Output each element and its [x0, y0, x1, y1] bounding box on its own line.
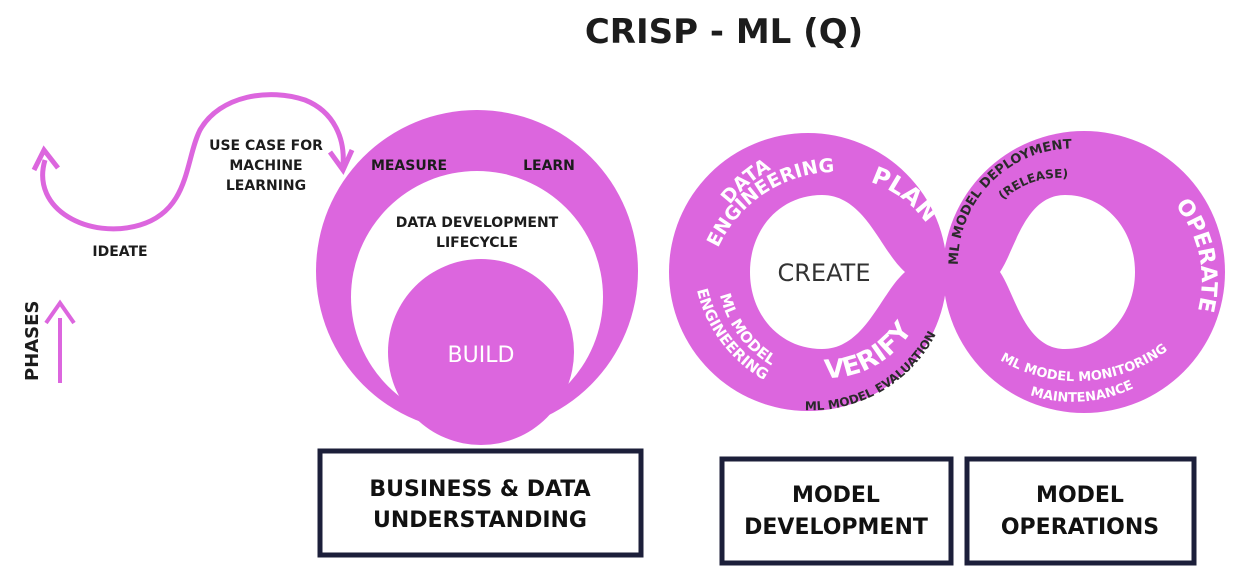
- business-understanding-box: BUSINESS & DATA UNDERSTANDING: [317, 448, 644, 558]
- business-box-line-1: BUSINESS & DATA: [369, 477, 590, 502]
- operate-hole: [1000, 195, 1135, 349]
- development-box-line-1: MODEL: [792, 483, 880, 508]
- use-case-line-3: LEARNING: [226, 178, 306, 194]
- build-label: BUILD: [448, 343, 515, 368]
- model-development-box: MODEL DEVELOPMENT: [719, 456, 954, 566]
- development-box-line-2: DEVELOPMENT: [744, 515, 928, 540]
- phases-label: PHASES: [22, 301, 43, 381]
- ideate-label: IDEATE: [92, 244, 147, 260]
- build-cycle: MEASURE LEARN DATA DEVELOPMENT LIFECYCLE…: [316, 110, 638, 445]
- phases-indicator: PHASES: [22, 299, 76, 383]
- development-box-border: [719, 456, 954, 566]
- create-label: CREATE: [778, 259, 871, 287]
- lifecycle-line-2: LIFECYCLE: [436, 235, 518, 251]
- use-case-line-1: USE CASE FOR: [209, 138, 323, 154]
- use-case-line-2: MACHINE: [229, 158, 302, 174]
- operations-box-border: [964, 456, 1197, 566]
- build-circle: [388, 259, 574, 445]
- ideate-arrow-start: [31, 145, 60, 172]
- ideate-curve: [40, 92, 346, 232]
- ideate-arrow-end: [327, 148, 355, 175]
- model-operations-box: MODEL OPERATIONS: [964, 456, 1197, 566]
- measure-label: MEASURE: [371, 158, 447, 174]
- operations-box-line-2: OPERATIONS: [1001, 515, 1159, 540]
- lifecycle-line-1: DATA DEVELOPMENT: [396, 215, 559, 231]
- create-hole: [750, 195, 905, 349]
- business-box-border: [317, 448, 644, 558]
- operations-box-line-1: MODEL: [1036, 483, 1124, 508]
- ideate-swirl: IDEATE USE CASE FOR MACHINE LEARNING: [31, 92, 355, 260]
- page-title: CRISP - ML (Q): [585, 12, 863, 52]
- learn-label: LEARN: [523, 158, 575, 174]
- phases-arrow-head: [44, 299, 76, 325]
- business-box-line-2: UNDERSTANDING: [373, 508, 587, 533]
